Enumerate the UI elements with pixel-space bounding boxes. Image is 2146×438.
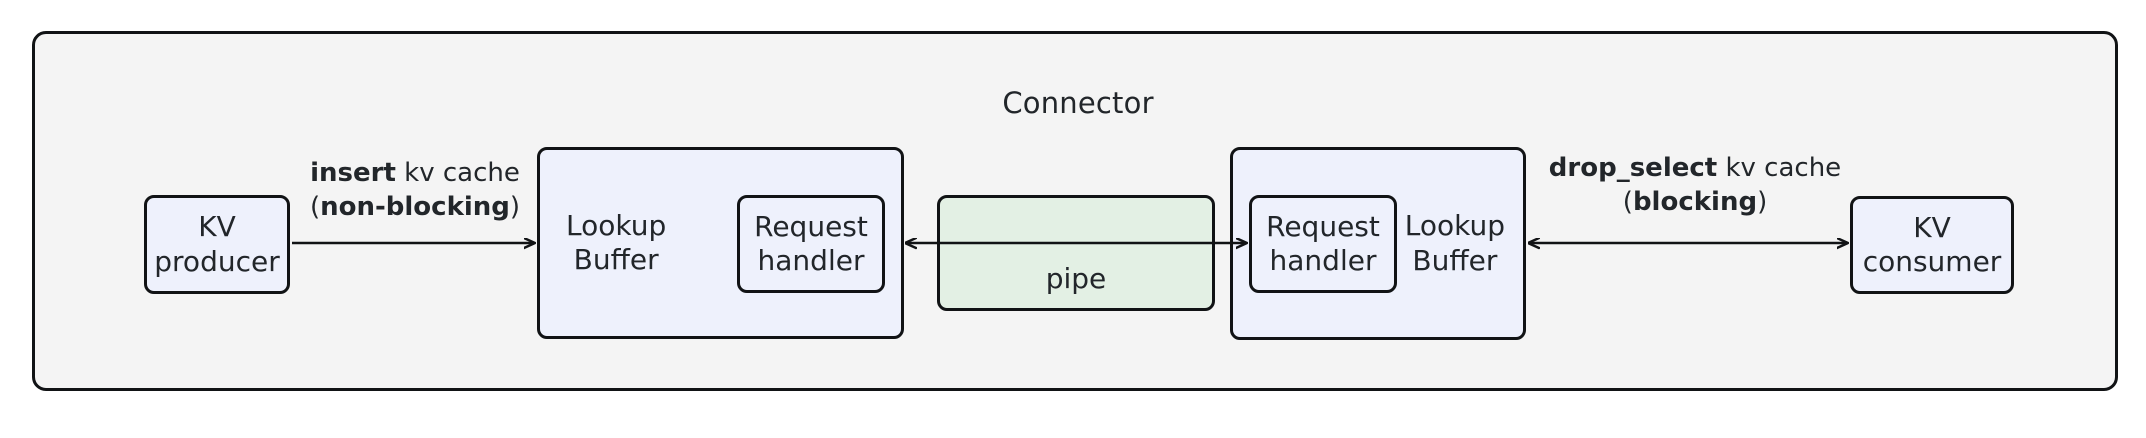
edge-label-drop-select: drop_select kv cache (blocking): [1535, 152, 1855, 220]
edge-label-insert-close: ): [509, 191, 521, 222]
edge-label-drop-select-line2: (blocking): [1535, 186, 1855, 220]
request-handler-right-label-line1: Request: [1266, 209, 1380, 243]
edge-label-insert-line2: (non-blocking): [290, 191, 540, 225]
lookup-buffer-right-label-line2: Buffer: [1412, 243, 1498, 277]
kv-producer-label-line1: KV: [198, 210, 236, 244]
kv-consumer-label-line2: consumer: [1862, 245, 2002, 278]
request-handler-right-node[interactable]: Request handler: [1249, 195, 1397, 293]
request-handler-left-node[interactable]: Request handler: [737, 195, 885, 293]
edge-label-insert-bold: insert: [310, 158, 396, 188]
edge-label-drop-select-mode: blocking: [1632, 186, 1758, 217]
kv-producer-label-line2: producer: [154, 244, 280, 278]
edge-label-drop-select-line1: drop_select kv cache: [1535, 152, 1855, 186]
request-handler-right-label-line2: handler: [1269, 244, 1377, 277]
edge-label-insert: insert kv cache (non-blocking): [290, 157, 540, 225]
pipe-label: pipe: [1045, 261, 1107, 295]
kv-consumer-label-line1: KV: [1913, 210, 1951, 244]
lookup-buffer-left-label-line1: Lookup: [566, 208, 667, 242]
edge-label-insert-mode: non-blocking: [320, 191, 510, 222]
kv-producer-node[interactable]: KV producer: [144, 195, 290, 294]
edge-label-insert-line1: insert kv cache: [290, 157, 540, 191]
edge-label-insert-open: (: [309, 191, 321, 222]
edge-label-insert-rest: kv cache: [395, 158, 520, 188]
edge-label-drop-select-bold: drop_select: [1548, 153, 1718, 183]
connector-title: Connector: [1002, 86, 1154, 120]
kv-consumer-node[interactable]: KV consumer: [1850, 196, 2014, 294]
edge-label-drop-select-rest: kv cache: [1717, 153, 1842, 183]
lookup-buffer-right-label: Lookup Buffer: [1405, 209, 1505, 277]
edge-label-drop-select-close: ): [1757, 186, 1768, 217]
pipe-node[interactable]: pipe: [937, 195, 1215, 311]
lookup-buffer-left-label-line2: Buffer: [573, 243, 659, 276]
lookup-buffer-right-label-line1: Lookup: [1404, 209, 1505, 243]
edge-label-drop-select-open: (: [1622, 186, 1633, 217]
request-handler-left-label-line1: Request: [754, 209, 868, 243]
lookup-buffer-left-label: Lookup Buffer: [566, 209, 666, 277]
request-handler-left-label-line2: handler: [757, 244, 865, 277]
